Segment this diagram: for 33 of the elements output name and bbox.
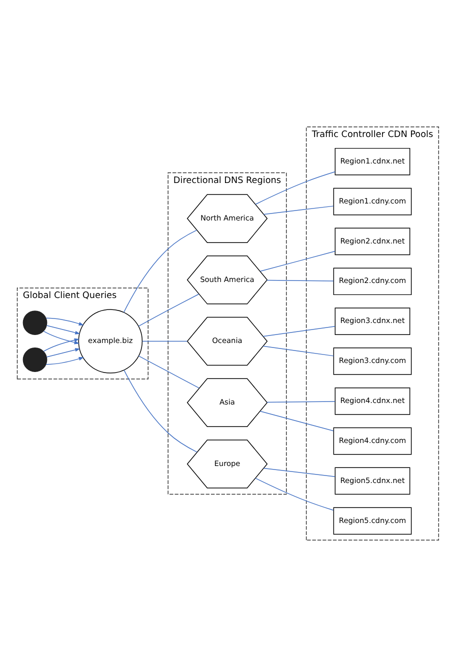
node-box: Region2.cdny.com — [333, 268, 412, 296]
node-person — [22, 310, 48, 335]
node-box: Region1.cdnx.net — [334, 148, 410, 176]
connector — [123, 230, 198, 313]
connector — [138, 294, 200, 327]
arrow — [46, 357, 84, 365]
connector — [138, 356, 200, 388]
connector — [260, 410, 334, 432]
arrow — [43, 338, 80, 352]
connector — [263, 468, 336, 477]
connector — [263, 206, 334, 215]
connector — [255, 171, 336, 205]
arrow — [46, 348, 80, 358]
node-box: Region5.cdnx.net — [334, 467, 410, 495]
node-box: Region3.cdnx.net — [334, 308, 410, 335]
node-box: Region5.cdny.com — [333, 507, 412, 535]
node-person — [22, 348, 48, 372]
node-box: Region1.cdny.com — [333, 188, 412, 216]
connector — [262, 346, 334, 356]
arrow — [46, 325, 80, 334]
arrow — [46, 318, 84, 326]
connector — [142, 340, 188, 342]
connector — [266, 280, 334, 282]
node-box: Region3.cdny.com — [333, 348, 412, 375]
connector — [262, 326, 336, 337]
connector — [124, 370, 198, 452]
node-box: Region4.cdnx.net — [334, 387, 410, 415]
connector — [260, 250, 336, 272]
node-box: Region2.cdnx.net — [334, 228, 410, 256]
arrow — [43, 330, 80, 344]
connector — [255, 478, 334, 511]
node-box: Region4.cdny.com — [333, 427, 412, 455]
connector — [266, 401, 336, 403]
